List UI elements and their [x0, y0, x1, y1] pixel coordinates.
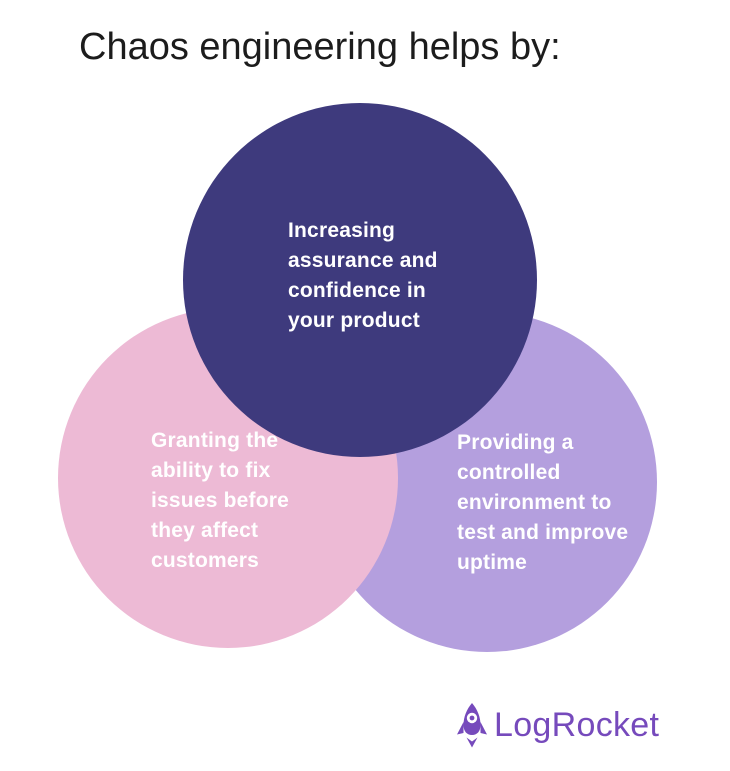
logo-wordmark: LogRocket: [494, 705, 660, 744]
venn-circle-top: [183, 103, 537, 457]
rocket-icon: [457, 702, 487, 747]
logrocket-logo: LogRocket: [455, 700, 659, 750]
circle-label-bottom-left: Granting the ability to fix issues befor…: [151, 429, 289, 572]
circle-label-bottom-right: Providing a controlled environment to te…: [457, 431, 629, 574]
page-title: Chaos engineering helps by:: [79, 26, 561, 68]
circle-label-top: Increasing assurance and confidence in y…: [288, 219, 438, 332]
